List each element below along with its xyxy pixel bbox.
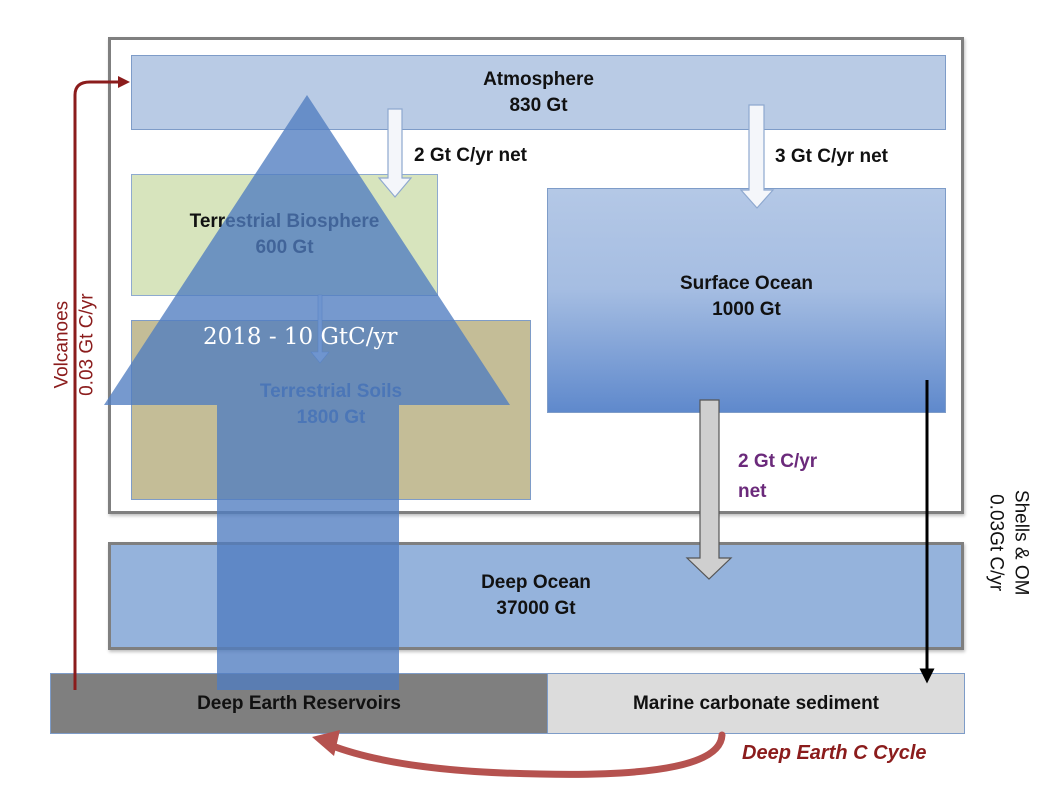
shells-label-line1: Shells & OM — [1010, 489, 1032, 596]
terrestrial-soils-name: Terrestrial Soils — [259, 381, 403, 402]
terrestrial-biosphere-name: Terrestrial Biosphere — [189, 211, 380, 232]
shells-om-flux-label: Shells & OM 0.03Gt C/yr — [983, 433, 1032, 653]
deep-earth-reservoirs-name: Deep Earth Reservoirs — [197, 692, 401, 714]
volcano-label-line2: 0.03 Gt C/yr — [76, 293, 97, 396]
surface-ocean-box: Surface Ocean 1000 Gt — [547, 188, 946, 413]
atmosphere-box: Atmosphere 830 Gt — [131, 55, 946, 130]
marine-carbonate-sediment-name: Marine carbonate sediment — [632, 692, 880, 714]
anthropogenic-flux-label: 2018 - 10 GtC/yr — [203, 324, 398, 350]
surface-ocean-name: Surface Ocean — [679, 273, 814, 294]
deep-earth-cycle-label: Deep Earth C Cycle — [742, 742, 927, 764]
deep-earth-cycle-arrow — [326, 731, 726, 778]
atm-to-ocean-flux-label: 3 Gt C/yr net — [775, 146, 888, 167]
deep-earth-reservoirs-box: Deep Earth Reservoirs — [50, 673, 548, 734]
terrestrial-biosphere-amount: 600 Gt — [255, 236, 314, 258]
atmosphere-name: Atmosphere — [483, 68, 594, 90]
volcano-label-line1: Volcanoes — [51, 300, 73, 389]
atm-to-land-flux-label: 2 Gt C/yr net — [414, 145, 527, 166]
atmosphere-amount: 830 Gt — [509, 94, 568, 116]
surface-to-deep-flux-label-line1: 2 Gt C/yr — [738, 451, 818, 472]
deep-ocean-name: Deep Ocean — [481, 572, 591, 594]
deep-ocean-box: Deep Ocean 37000 Gt — [108, 542, 964, 650]
deep-ocean-amount: 37000 Gt — [496, 598, 576, 619]
shells-label-line2: 0.03Gt C/yr — [986, 494, 1007, 592]
surface-to-deep-flux-label-line2: net — [738, 481, 767, 502]
volcano-flux-label: Volcanoes 0.03 Gt C/yr — [50, 235, 99, 455]
terrestrial-soils-amount: 1800 Gt — [296, 406, 366, 428]
terrestrial-biosphere-box: Terrestrial Biosphere 600 Gt — [131, 174, 438, 296]
surface-ocean-amount: 1000 Gt — [712, 298, 781, 320]
marine-carbonate-sediment-box: Marine carbonate sediment — [547, 673, 965, 734]
